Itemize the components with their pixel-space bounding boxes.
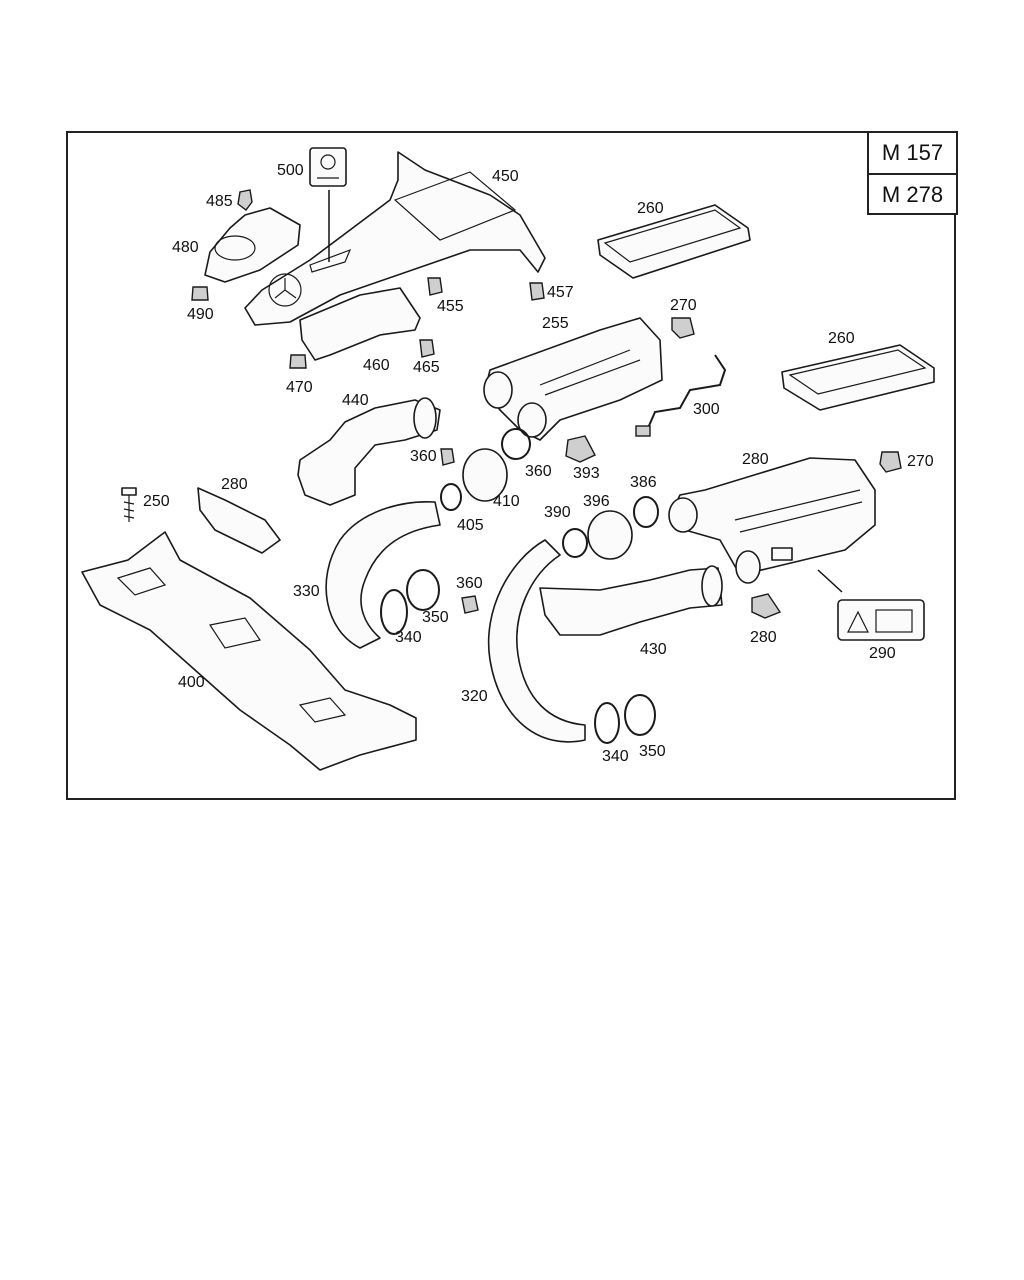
part-360-nut-upper[interactable]	[440, 448, 455, 466]
part-383-clamp[interactable]	[633, 496, 659, 528]
leader-line-290	[817, 569, 843, 593]
callout-386: 390	[544, 504, 571, 521]
callout-465: 465	[413, 359, 440, 376]
part-490-grommet[interactable]	[191, 286, 209, 301]
callout-380: 396	[583, 493, 610, 510]
callout-260-lower: 260	[828, 330, 855, 347]
callout-490: 490	[187, 306, 214, 323]
part-280-clip-upper[interactable]	[565, 435, 596, 463]
part-250-air-filter-housing[interactable]	[668, 457, 876, 584]
callout-480: 480	[172, 239, 199, 256]
callout-396: 405	[457, 517, 484, 534]
callout-485: 485	[206, 193, 233, 210]
part-470-grommet[interactable]	[289, 354, 307, 369]
callout-360-lower-label: 360	[456, 575, 483, 592]
callout-290: 290	[869, 645, 896, 662]
callout-350-upper: 350	[422, 609, 449, 626]
callout-270-upper: 270	[670, 297, 697, 314]
part-440-intake-duct[interactable]	[297, 397, 441, 506]
part-485-clip[interactable]	[237, 189, 253, 211]
part-405-screw[interactable]	[121, 487, 137, 522]
part-450-engine-cover[interactable]	[244, 151, 546, 326]
part-290-warning-label[interactable]	[837, 599, 925, 641]
callout-500: 500	[277, 162, 304, 179]
callout-255: 255	[542, 315, 569, 332]
callout-280-lower-label: 280	[750, 629, 777, 646]
engine-code-m157: M 157	[881, 140, 944, 165]
callout-340-lower: 340	[602, 748, 629, 765]
part-255-air-filter-housing[interactable]	[483, 317, 663, 441]
part-260-filter-element-lower[interactable]	[781, 344, 935, 411]
callout-260-upper: 260	[637, 200, 664, 217]
part-430-intake-duct[interactable]	[539, 567, 723, 636]
part-457-clip[interactable]	[529, 282, 545, 301]
part-320-hose[interactable]	[487, 539, 586, 743]
callout-393: 360	[525, 463, 552, 480]
callout-250: 280	[742, 451, 769, 468]
part-340-sealing-ring-upper[interactable]	[380, 589, 408, 635]
part-465-clip[interactable]	[419, 339, 435, 358]
callout-300: 300	[693, 401, 720, 418]
part-396-clamp[interactable]	[440, 483, 462, 511]
part-340-sealing-ring-lower[interactable]	[594, 702, 620, 744]
part-500-label[interactable]	[309, 147, 347, 187]
callout-460: 460	[363, 357, 390, 374]
diagram-frame	[66, 131, 956, 800]
engine-code-m278: M 278	[869, 173, 956, 215]
engine-variant-box: M 157 M 278	[867, 131, 958, 215]
callout-383: 386	[630, 474, 657, 491]
callout-350-lower: 350	[639, 743, 666, 760]
callout-410: 280	[221, 476, 248, 493]
part-393-clamp[interactable]	[501, 428, 531, 460]
part-380-air-mass-sensor[interactable]	[587, 510, 633, 560]
part-350-clamp-upper[interactable]	[406, 569, 440, 611]
part-455-clip[interactable]	[427, 277, 443, 296]
part-260-filter-element-upper[interactable]	[597, 204, 751, 279]
callout-330: 330	[293, 583, 320, 600]
callout-360-upper: 360	[410, 448, 437, 465]
callout-405: 250	[143, 493, 170, 510]
part-430-duct-flange	[701, 565, 723, 607]
callout-390: 410	[493, 493, 520, 510]
part-400-panel-detail	[116, 567, 347, 723]
part-300-wiring-harness[interactable]	[635, 354, 727, 437]
part-270-sensor-lower[interactable]	[879, 451, 902, 473]
part-330-hose[interactable]	[325, 501, 441, 649]
callout-320: 320	[461, 688, 488, 705]
callout-280-upper: 393	[573, 465, 600, 482]
callout-470: 470	[286, 379, 313, 396]
part-460-duct-piece[interactable]	[299, 287, 421, 361]
part-280-clip-lower[interactable]	[751, 593, 782, 619]
part-410-bracket[interactable]	[197, 487, 281, 554]
part-386-clamp[interactable]	[562, 528, 588, 558]
part-360-nut-lower[interactable]	[461, 595, 479, 614]
callout-400: 400	[178, 674, 205, 691]
callout-430: 430	[640, 641, 667, 658]
part-480-cover-piece[interactable]	[204, 207, 301, 283]
callout-450: 450	[492, 168, 519, 185]
part-350-clamp-lower[interactable]	[624, 694, 656, 736]
part-270-sensor-upper[interactable]	[671, 317, 695, 339]
callout-455: 455	[437, 298, 464, 315]
callout-340-upper: 340	[395, 629, 422, 646]
part-390-air-mass-sensor[interactable]	[462, 448, 508, 502]
part-400-intake-panel[interactable]	[81, 531, 417, 771]
callout-270-lower: 270	[907, 453, 934, 470]
callout-440: 440	[342, 392, 369, 409]
callout-457: 457	[547, 284, 574, 301]
